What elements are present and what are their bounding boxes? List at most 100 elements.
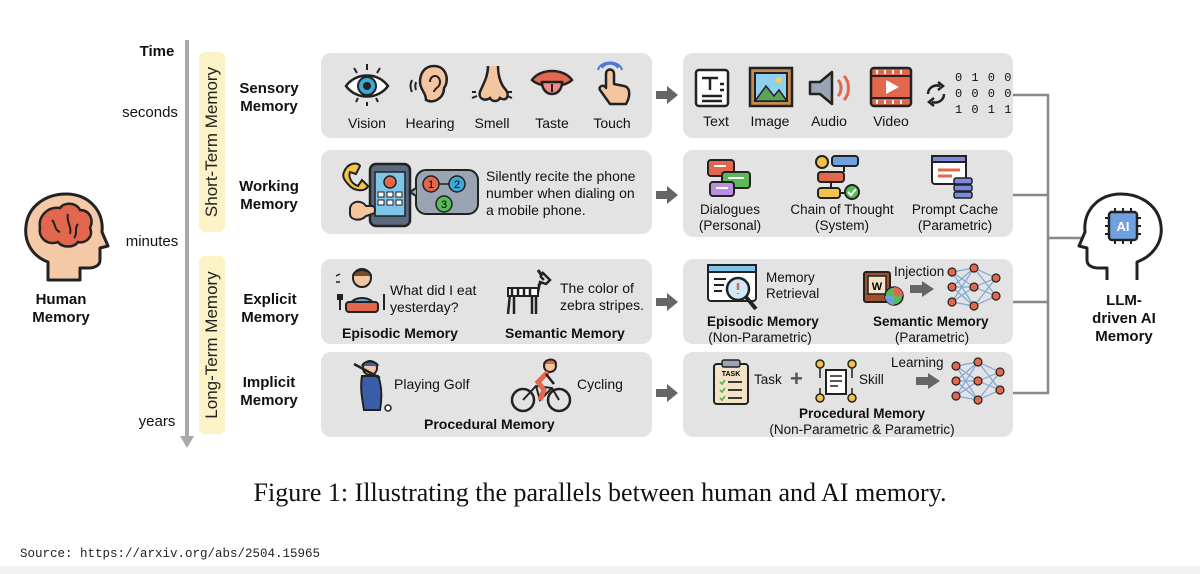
memory-retrieval-icon bbox=[707, 264, 758, 311]
procedural-memory-label: Procedural Memory bbox=[424, 416, 555, 432]
implicit-line1: Implicit bbox=[242, 374, 296, 391]
nose-icon bbox=[471, 65, 513, 103]
cot-label: Chain of Thought bbox=[790, 202, 894, 217]
golfer-icon bbox=[353, 360, 392, 412]
learning-label: Learning bbox=[891, 355, 944, 370]
video-label: Video bbox=[873, 113, 909, 129]
human-memory-line2: Memory bbox=[32, 309, 90, 326]
video-player-icon bbox=[869, 66, 913, 108]
learning-arrow-icon bbox=[916, 373, 940, 389]
neural-network-icon bbox=[947, 263, 1001, 311]
task-card-text: TASK bbox=[722, 371, 741, 378]
chain-of-thought-icon bbox=[815, 155, 860, 200]
skill-gears-icon bbox=[815, 359, 857, 403]
time-minutes-label: minutes bbox=[125, 233, 179, 250]
bottom-strip bbox=[0, 566, 1200, 574]
tongue-icon bbox=[530, 69, 574, 96]
convert-arrows-icon bbox=[926, 81, 946, 107]
procedural-neural-network-icon bbox=[951, 357, 1005, 405]
working-line2: Memory bbox=[240, 196, 298, 213]
sensory-memory-row-label: Sensory Memory bbox=[239, 80, 298, 116]
semantic-q-line2: zebra stripes. bbox=[560, 297, 645, 313]
ai-chip-text: AI bbox=[1117, 219, 1130, 234]
working-memory-row-label: Working Memory bbox=[239, 178, 299, 214]
ai-semantic-sub-label: (Parametric) bbox=[894, 330, 970, 345]
time-seconds-label: seconds bbox=[122, 104, 178, 121]
eye-icon bbox=[344, 64, 390, 106]
source-line: Source: https://arxiv.org/abs/2504.15965 bbox=[20, 547, 321, 561]
ai-connector-bracket bbox=[1013, 93, 1085, 395]
playing-golf-label: Playing Golf bbox=[394, 376, 470, 392]
binary-line1: 0 1 0 0 bbox=[955, 71, 1013, 85]
episodic-memory-label: Episodic Memory bbox=[342, 325, 458, 341]
dialogues-sub-label: (Personal) bbox=[698, 218, 762, 233]
image-picture-icon bbox=[748, 66, 794, 108]
task-clipboard-icon: TASK bbox=[713, 359, 749, 405]
binary-line3: 1 0 1 1 bbox=[955, 103, 1013, 117]
semantic-question: The color of zebra stripes. bbox=[560, 280, 644, 314]
smell-label: Smell bbox=[474, 115, 510, 131]
implicit-line2: Memory bbox=[240, 392, 298, 409]
working-memory-description: Silently recite the phone number when di… bbox=[486, 168, 635, 219]
prompt-cache-sub-label: (Parametric) bbox=[917, 218, 993, 233]
sensory-line2: Memory bbox=[240, 98, 298, 115]
sensory-arrow-icon bbox=[656, 86, 678, 104]
retrieval-line1: Memory bbox=[766, 270, 815, 285]
key-1: 1 bbox=[428, 179, 434, 191]
time-years-label: years bbox=[138, 413, 176, 430]
knowledge-book-icon: W bbox=[863, 271, 904, 306]
episodic-q-line1: What did I eat bbox=[390, 282, 477, 298]
retrieval-line2: Retrieval bbox=[766, 286, 820, 301]
explicit-arrow-icon bbox=[656, 293, 678, 311]
plus-sign: + bbox=[790, 366, 803, 391]
dialogues-label: Dialogues bbox=[699, 202, 761, 217]
explicit-line1: Explicit bbox=[243, 291, 297, 308]
prompt-cache-label: Prompt Cache bbox=[911, 202, 999, 217]
text-label: Text bbox=[703, 113, 729, 129]
ai-episodic-memory-label: Episodic Memory bbox=[707, 314, 819, 329]
cot-caption: Chain of Thought (System) bbox=[790, 202, 893, 234]
vision-label: Vision bbox=[348, 115, 386, 131]
short-term-label: Short-Term Memory bbox=[202, 66, 221, 218]
long-term-band bbox=[199, 256, 225, 434]
task-label: Task bbox=[754, 372, 782, 387]
cot-sub-label: (System) bbox=[814, 218, 869, 233]
ai-episodic-sub-label: (Non-Parametric) bbox=[708, 330, 812, 345]
ai-memory-label: LLM-driven AI Memory bbox=[1086, 292, 1162, 346]
episodic-q-line2: yesterday? bbox=[390, 299, 459, 315]
ai-procedural-memory-label: Procedural Memory bbox=[798, 406, 926, 421]
image-label: Image bbox=[750, 113, 790, 129]
memory-retrieval-caption: Memory Retrieval bbox=[766, 270, 819, 302]
human-memory-label: Human Memory bbox=[32, 291, 90, 327]
ai-memory-line2: Memory bbox=[1095, 328, 1153, 345]
taste-label: Taste bbox=[535, 115, 569, 131]
prompt-cache-icon bbox=[931, 155, 973, 199]
human-brain-head-icon bbox=[24, 192, 110, 282]
dialogue-bubbles-icon bbox=[707, 159, 751, 197]
book-letter: W bbox=[872, 281, 883, 293]
long-term-label: Long-Term Memory bbox=[202, 271, 221, 419]
hearing-label: Hearing bbox=[405, 115, 455, 131]
implicit-memory-row-label: Implicit Memory bbox=[240, 374, 298, 410]
cyclist-icon bbox=[510, 358, 572, 413]
human-memory-line1: Human bbox=[35, 291, 87, 308]
person-eating-icon bbox=[335, 268, 385, 313]
semantic-q-line1: The color of bbox=[560, 280, 634, 296]
working-desc-line2: number when dialing on bbox=[486, 185, 635, 201]
short-term-band bbox=[199, 52, 225, 232]
ai-memory-line1: LLM-driven AI bbox=[1092, 292, 1156, 327]
phone-dialing-icon: 1 2 3 bbox=[342, 162, 479, 228]
episodic-question: What did I eat yesterday? bbox=[390, 282, 476, 316]
explicit-memory-row-label: Explicit Memory bbox=[241, 291, 299, 327]
cycling-label: Cycling bbox=[577, 376, 623, 392]
dialogues-caption: Dialogues (Personal) bbox=[699, 202, 761, 234]
binary-line2: 0 0 0 0 bbox=[955, 87, 1013, 101]
zebra-icon bbox=[506, 269, 552, 315]
binary-data-block: 0 1 0 0 0 0 0 0 1 0 1 1 bbox=[955, 70, 1012, 118]
skill-label: Skill bbox=[859, 372, 884, 387]
injection-label: Injection bbox=[894, 264, 945, 279]
key-3: 3 bbox=[441, 199, 447, 211]
ear-icon bbox=[409, 64, 448, 103]
key-2: 2 bbox=[454, 179, 460, 191]
audio-label: Audio bbox=[811, 113, 847, 129]
